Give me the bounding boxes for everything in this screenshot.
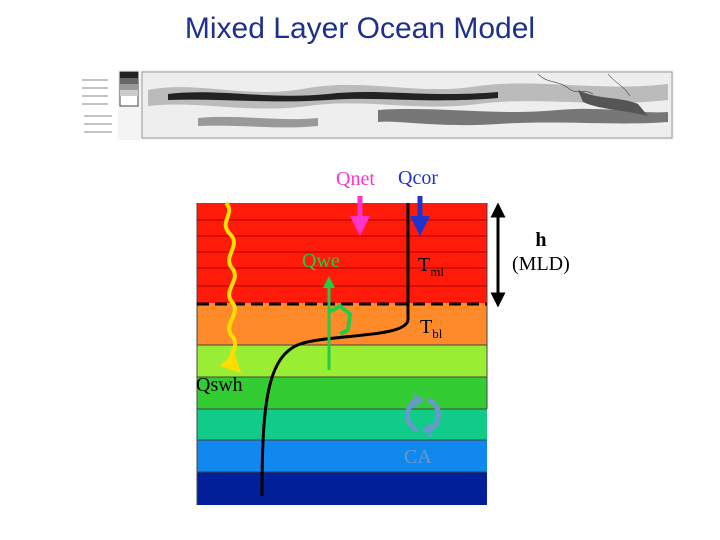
tml-label: Tml [418,254,444,280]
qnet-label: Qnet [336,168,375,190]
layer-teal [197,409,487,440]
tbl-subscript: bl [432,326,443,341]
ca-label: CA [404,446,432,468]
qswh-wave-icon [219,201,242,374]
tml-subscript: ml [430,264,444,279]
ocean-map-image [78,70,674,140]
mld-label: h (MLD) [512,228,570,276]
mixed-layer-band [197,203,487,303]
mld-name-text: (MLD) [512,253,570,275]
mld-h-text: h [535,229,547,251]
temperature-profile-line [260,203,410,497]
layer-blue [197,440,487,472]
entrainment-loop [328,303,353,336]
layer-light-green [197,345,487,377]
circular-arrows-icon [405,393,441,438]
page-title: Mixed Layer Ocean Model [184,12,536,45]
tbl-label: Tbl [420,316,442,342]
qcor-label: Qcor [398,167,438,189]
qwe-label: Qwe [302,250,340,272]
tbl-symbol: T [420,316,433,338]
layer-green [197,377,487,409]
qswh-label: Qswh [196,374,243,396]
layer-navy [197,472,487,505]
tml-symbol: T [418,254,431,276]
